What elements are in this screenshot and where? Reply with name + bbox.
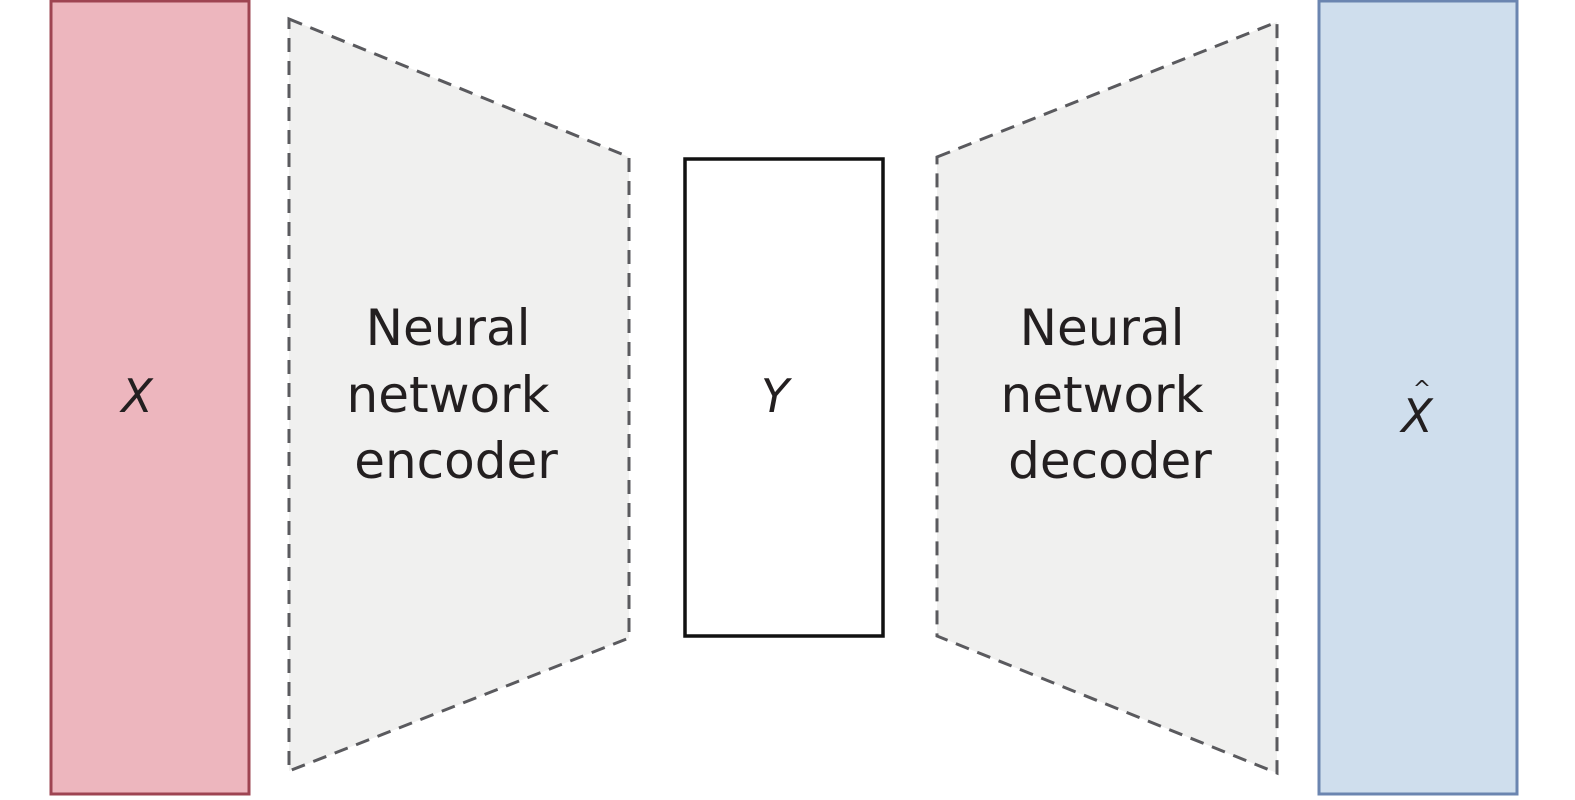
svg-text:Neural network decoder: Neural network decoder: [1001, 299, 1220, 490]
decoder-label-line2: network: [1001, 366, 1204, 424]
encoder-label-line3: encoder: [354, 432, 558, 490]
decoder-block: [935, 19, 1279, 776]
latent-label: Y: [761, 369, 793, 423]
input-block: [49, 0, 251, 796]
output-block: [1317, 0, 1519, 796]
decoder-label-line3: decoder: [1008, 432, 1212, 490]
encoder-label-line1: Neural: [366, 299, 531, 357]
output-label: X: [1399, 389, 1434, 443]
latent-block: [683, 157, 885, 638]
encoder-label-line2: network: [347, 366, 550, 424]
svg-text:Neural network encoder: Neural network encoder: [347, 299, 566, 490]
decoder-label-line1: Neural: [1020, 299, 1185, 357]
input-label: X: [119, 369, 154, 423]
output-hat-accent: ^: [1413, 377, 1431, 402]
encoder-block: [287, 16, 631, 774]
